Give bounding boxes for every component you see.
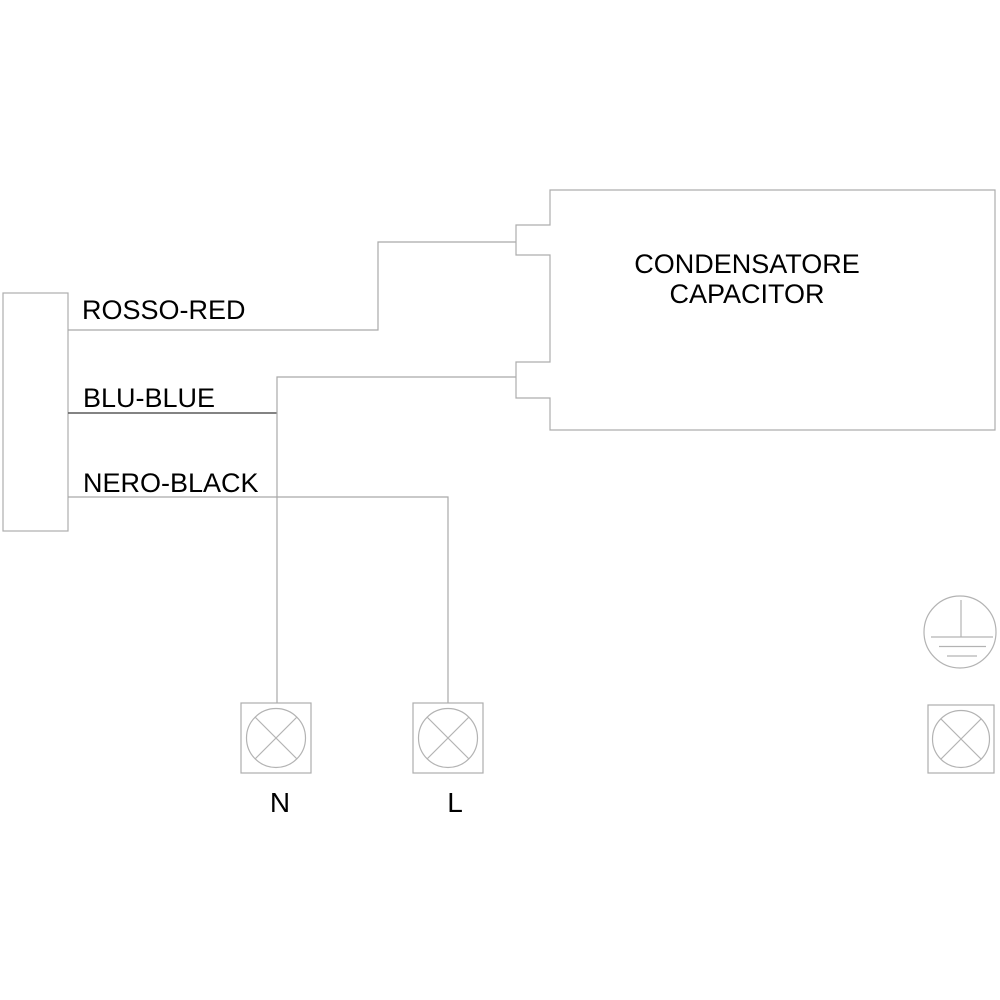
capacitor-label-line1: CONDENSATORE [634, 249, 860, 279]
terminal-n-cross-icon [254, 716, 298, 760]
terminal-l-circle [417, 707, 479, 769]
motor-connector-block [2, 292, 69, 532]
wire-label-nero-black: NERO-BLACK [83, 468, 259, 498]
capacitor-label-line2: CAPACITOR [669, 279, 825, 309]
terminal-l [412, 702, 484, 774]
capacitor-body [515, 189, 996, 431]
terminal-n-square [240, 702, 312, 774]
terminal-spare-square [927, 704, 995, 774]
capacitor-label: CONDENSATORE CAPACITOR [547, 249, 947, 309]
protective-earth-icon [923, 595, 997, 669]
terminal-l-square [412, 702, 484, 774]
terminal-n-label: N [269, 787, 291, 818]
wire-nero-black [68, 496, 449, 703]
terminal-l-label: L [447, 787, 463, 818]
terminal-n-circle [245, 707, 307, 769]
terminal-spare-cross-icon [940, 718, 982, 760]
terminal-l-cross-icon [426, 716, 470, 760]
wire-rosso-red [68, 241, 516, 331]
terminal-spare-circle [931, 709, 991, 769]
wire-label-rosso-red: ROSSO-RED [82, 295, 246, 325]
earth-circle [923, 595, 997, 669]
wire-blu-blue-branch [276, 376, 516, 703]
terminal-spare [927, 704, 995, 774]
terminal-n [240, 702, 312, 774]
wire-label-blu-blue: BLU-BLUE [83, 383, 216, 413]
